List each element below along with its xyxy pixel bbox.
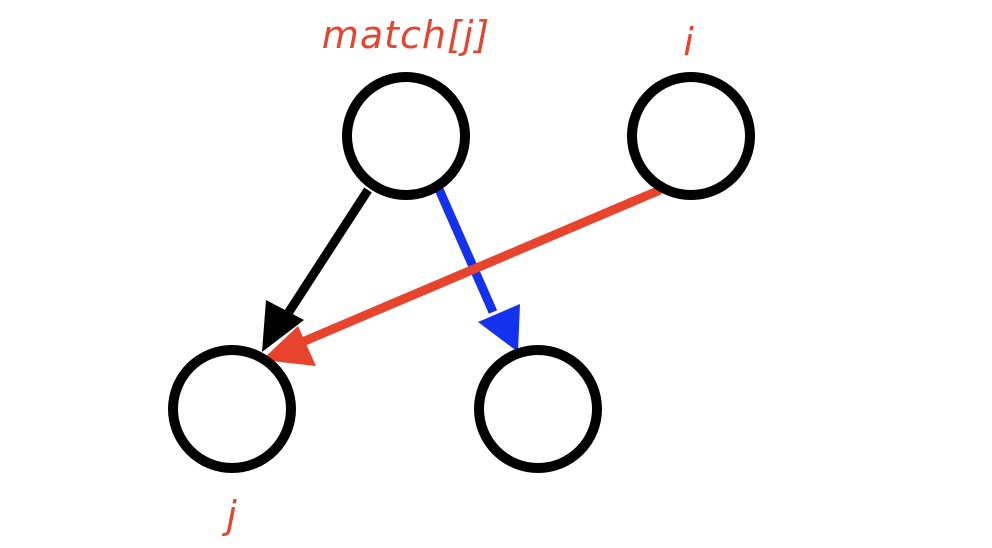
i-label: i <box>683 20 695 64</box>
nodes <box>168 72 755 473</box>
match-j-node <box>342 72 470 200</box>
i-node <box>627 72 755 200</box>
red-edge-arrowhead <box>262 326 316 366</box>
edges <box>262 185 662 366</box>
black-edge <box>281 187 372 321</box>
unlabeled-node <box>474 345 602 473</box>
match-j-label: match[j] <box>322 13 490 57</box>
j-label: j <box>221 493 238 537</box>
j-node <box>168 345 296 473</box>
labels: match[j] i j <box>221 13 695 537</box>
black-edge-arrowhead <box>262 300 304 352</box>
blue-edge-arrowhead <box>478 304 520 352</box>
red-edge <box>298 185 662 348</box>
blue-edge <box>433 185 498 314</box>
